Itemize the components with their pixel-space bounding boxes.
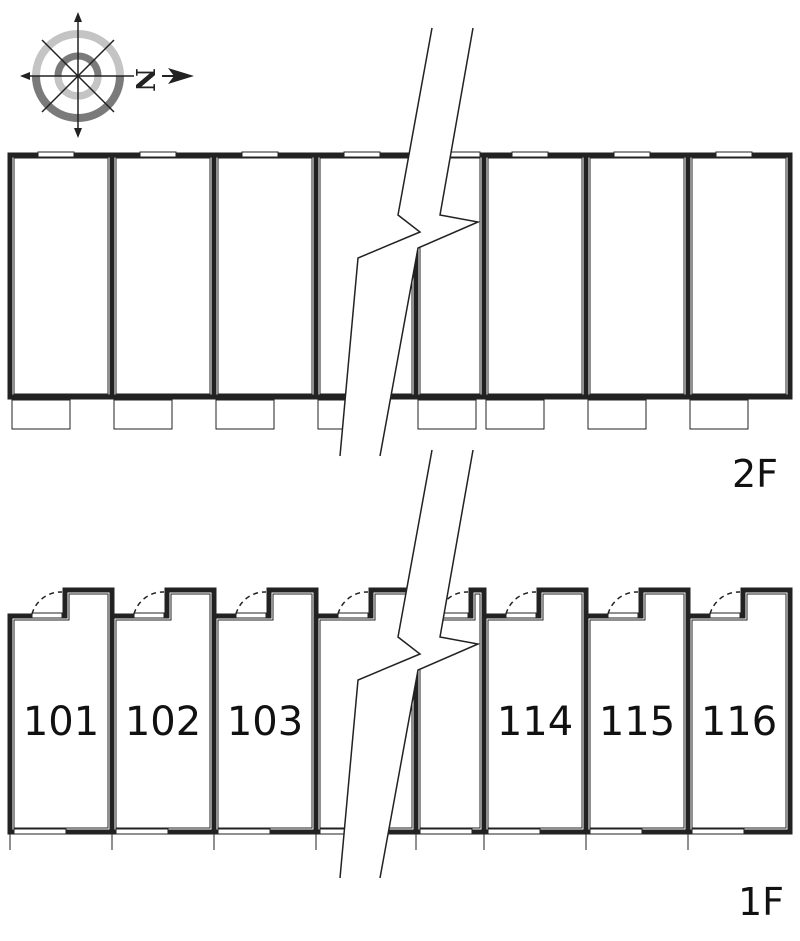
unit-2f [583,151,691,430]
unit-wall [211,152,319,400]
unit-inner-wall [487,157,583,395]
window [343,151,381,158]
unit-1f: 116 [685,587,793,850]
entrance-door [337,612,369,619]
balcony [689,399,749,430]
unit-1f: 102 [109,587,217,850]
unit-wall [481,152,589,400]
door-swing [607,591,639,615]
unit-2f [109,151,217,430]
break-edge [339,449,433,879]
floor-2f [7,151,793,430]
unit-1f: 114 [481,587,589,850]
unit-1f: 103 [211,587,319,850]
break-edge [339,27,433,457]
unit-inner-wall [115,593,211,829]
unit-2f [7,151,115,430]
door-swing [337,591,369,615]
unit-inner-wall [217,157,313,395]
window [511,151,549,158]
unit-number-101: 101 [23,699,99,745]
balcony [417,399,477,430]
unit-wall [685,152,793,400]
floor-label-2f: 2F [732,452,779,496]
window [217,828,271,835]
floor-1f: 101 102 103 114 115 116 [7,587,793,850]
entrance-door [31,612,63,619]
door-swing [235,591,267,615]
unit-number-102: 102 [125,699,201,745]
balcony [113,399,173,430]
break-line-2f [339,27,481,457]
unit-inner-wall [691,593,787,829]
unit-wall [583,152,691,400]
break-edge [379,449,481,879]
window [487,828,541,835]
compass-north-arrow-icon: N [20,12,194,138]
window [589,828,643,835]
window [241,151,279,158]
break-band [340,28,478,456]
unit-inner-wall [319,593,413,829]
window [613,151,651,158]
window [419,828,473,835]
break-band [340,450,478,878]
unit-wall [109,152,217,400]
entrance-door [505,612,537,619]
floor-label-1f: 1F [738,880,785,924]
entrance-door [235,612,267,619]
unit-number-116: 116 [701,699,777,745]
unit-1f: 115 [583,587,691,850]
unit-2f [481,151,589,430]
unit-inner-wall [589,593,685,829]
unit-wall [685,587,793,835]
unit-number-115: 115 [599,699,675,745]
door-swing [505,591,537,615]
unit-inner-wall [487,593,583,829]
unit-number-114: 114 [497,699,573,745]
door-swing [133,591,165,615]
unit-inner-wall [13,157,109,395]
unit-inner-wall [13,593,109,829]
window [139,151,177,158]
window [715,151,753,158]
unit-inner-wall [115,157,211,395]
unit-inner-wall [691,157,787,395]
door-swing [709,591,741,615]
window [13,828,67,835]
unit-inner-wall [589,157,685,395]
north-letter: N [129,68,159,92]
window [37,151,75,158]
entrance-door [133,612,165,619]
balcony [11,399,71,430]
window [691,828,745,835]
door-swing [31,591,63,615]
balcony [485,399,545,430]
break-line-1f [339,449,481,879]
balcony [215,399,275,430]
balcony [587,399,647,430]
unit-1f: 101 [7,587,115,850]
unit-2f [211,151,319,430]
entrance-door [607,612,639,619]
window [115,828,169,835]
entrance-door [709,612,741,619]
unit-2f [685,151,793,430]
break-edge [379,27,481,457]
unit-inner-wall [217,593,313,829]
unit-number-103: 103 [227,699,303,745]
unit-wall [7,152,115,400]
